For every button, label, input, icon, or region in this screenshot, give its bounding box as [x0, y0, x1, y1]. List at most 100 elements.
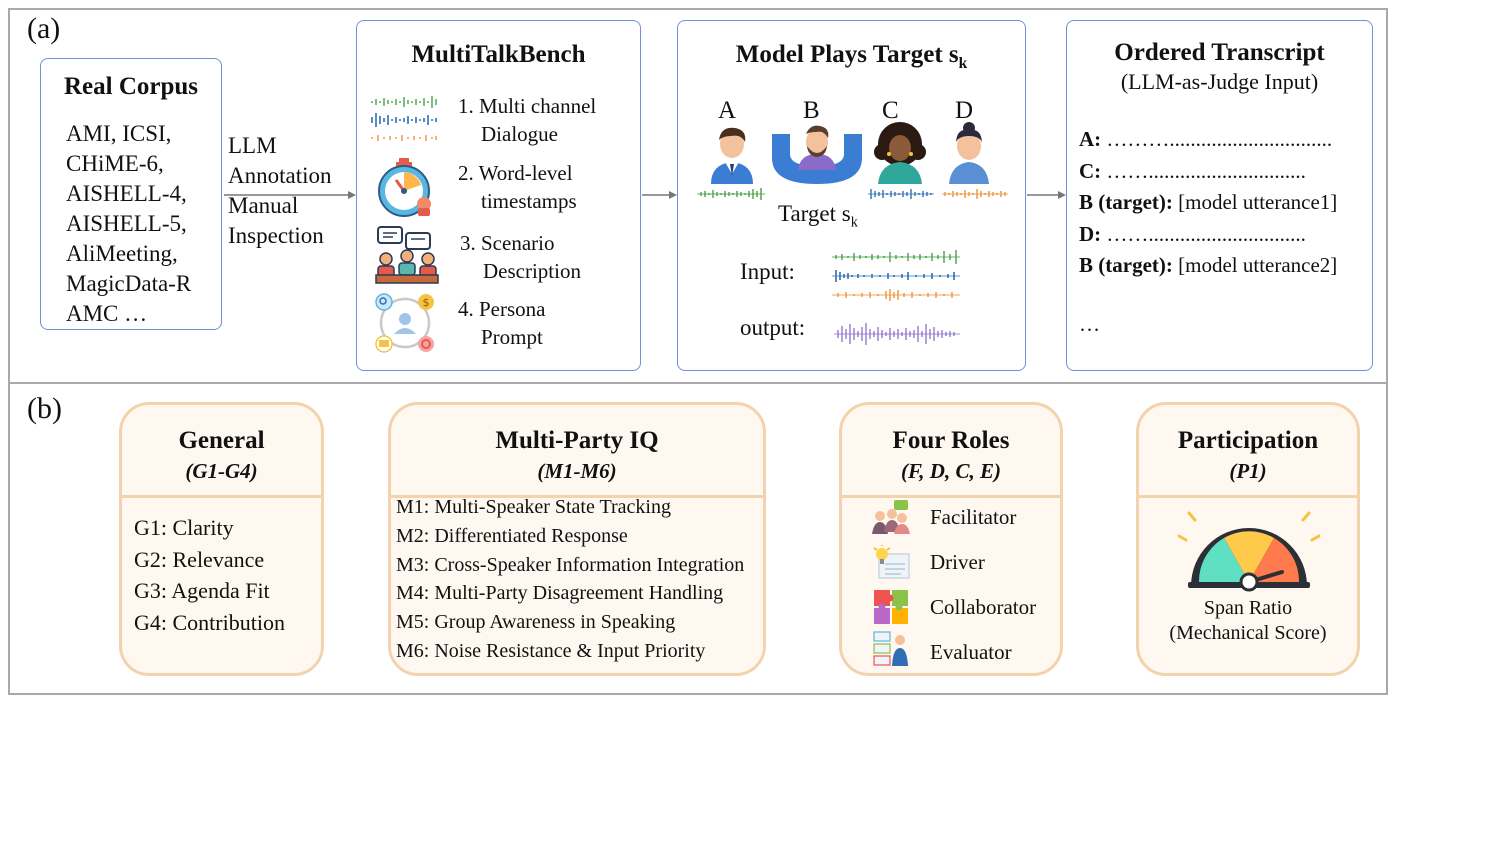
- participation-caption-line: (Mechanical Score): [1169, 622, 1327, 644]
- multiparty-box: Multi-Party IQ (M1-M6): [388, 402, 766, 676]
- bench-item-num: 1.: [458, 94, 474, 118]
- speaker-c-waveform: [868, 189, 934, 199]
- model-title-text: Model Plays Target s: [735, 41, 959, 68]
- panel-a-tag: (a): [27, 12, 61, 45]
- speaker-a-waveform: [697, 188, 765, 200]
- speaker-c-avatar-icon: [874, 122, 926, 184]
- input-waveforms: [832, 250, 960, 301]
- multiparty-item: M5: Group Awareness in Speaking: [396, 611, 676, 634]
- transcript-speaker: B (target):: [1079, 190, 1173, 214]
- transcript-text: ………...............................: [1106, 127, 1333, 151]
- multiparty-item: M2: Differentiated Response: [396, 524, 628, 547]
- multiparty-item: M1: Multi-Speaker State Tracking: [396, 496, 671, 518]
- collaborator-icon: [874, 590, 908, 624]
- bench-item-text: Prompt: [481, 325, 543, 349]
- gauge-icon: [1177, 511, 1321, 592]
- model-box: Model Plays Target sk: [677, 20, 1026, 371]
- transcript-row: B (target): [model utterance1]: [1079, 187, 1337, 219]
- corpus-box: Real Corpus AMI, ICSI, CHiME-6, AISHELL-…: [40, 58, 222, 330]
- general-item: G1: Clarity: [134, 515, 234, 540]
- corpus-item: AISHELL-4,: [66, 181, 187, 206]
- driver-icon: [873, 545, 910, 579]
- stopwatch-icon: [378, 158, 431, 217]
- roles-box: Four Roles (F, D, C, E): [839, 402, 1063, 676]
- speaker-a-avatar-icon: [711, 127, 753, 184]
- bench-title: MultiTalkBench: [411, 41, 586, 68]
- speaker-b-target-avatar-icon: [772, 125, 862, 184]
- roles-title: Four Roles: [892, 427, 1010, 454]
- svg-text:$: $: [423, 296, 430, 309]
- general-item: G4: Contribution: [134, 610, 285, 636]
- panel-b-tag: (b): [27, 392, 62, 425]
- multiparty-subtitle: (M1-M6): [537, 459, 617, 483]
- annotation-line: Manual: [228, 193, 299, 218]
- bench-item-num: 3.: [460, 231, 476, 255]
- facilitator-icon: [872, 500, 910, 534]
- meeting-icon: [375, 226, 439, 284]
- evaluator-icon: [873, 631, 908, 666]
- corpus-item: CHiME-6,: [66, 151, 164, 176]
- general-item: G3: Agenda Fit: [134, 578, 270, 604]
- speaker-label-d: D: [955, 97, 974, 124]
- annotation-line: LLM: [228, 133, 277, 158]
- annotation-line: Annotation: [228, 163, 332, 188]
- transcript-subtitle: (LLM-as-Judge Input): [1120, 69, 1319, 94]
- general-item: G2: Relevance: [134, 546, 265, 572]
- bench-item-text: Persona: [479, 297, 546, 321]
- transcript-speaker: A:: [1079, 127, 1102, 151]
- transcript-row: C: ……..............................: [1079, 156, 1337, 188]
- speaker-d-waveform: [942, 189, 1008, 199]
- waveform-icon: [371, 96, 437, 141]
- roles-subtitle: (F, D, C, E): [901, 459, 1001, 483]
- transcript-ellipsis: …: [1079, 312, 1100, 336]
- transcript-row: B (target): [model utterance2]: [1079, 250, 1337, 282]
- corpus-item: AMI, ICSI,: [66, 121, 172, 146]
- transcript-row: D: ……..............................: [1079, 219, 1337, 251]
- corpus-item: MagicData-R: [66, 271, 192, 296]
- bench-item-text: Dialogue: [481, 122, 558, 146]
- transcript-title: Ordered Transcript: [1114, 39, 1325, 66]
- annotation-label: LLM Annotation Manual Inspection: [228, 131, 332, 251]
- multiparty-item: M4: Multi-Party Disagreement Handling: [396, 582, 724, 605]
- participation-caption: Span Ratio (Mechanical Score): [1136, 596, 1360, 646]
- speaker-d-avatar-icon: [949, 122, 989, 184]
- multiparty-item: M3: Cross-Speaker Information Integratio…: [396, 553, 745, 576]
- transcript-row: A: ………...............................: [1079, 124, 1337, 156]
- participation-title: Participation: [1177, 427, 1319, 454]
- arrow-corpus-to-bench: [224, 191, 356, 199]
- model-title-sub: k: [958, 55, 968, 72]
- multiparty-item: M6: Noise Resistance & Input Priority: [396, 639, 706, 662]
- bench-item-text: timestamps: [481, 189, 577, 213]
- panel-b-frame: [8, 382, 1388, 695]
- bench-item-1: 1. Multi channel Dialogue: [458, 92, 596, 148]
- output-label: output:: [740, 315, 806, 340]
- general-items: G1: Clarity G2: Relevance G3: Agenda Fit…: [134, 512, 285, 639]
- transcript-text: ……..............................: [1106, 221, 1306, 246]
- bench-item-num: 2.: [458, 161, 474, 185]
- target-label: Target sk: [778, 201, 858, 232]
- annotation-line: Inspection: [228, 223, 324, 248]
- role-label-evaluator: Evaluator: [930, 640, 1012, 664]
- speaker-label-c: C: [882, 97, 899, 124]
- target-label-sub: k: [850, 214, 858, 231]
- arrow-model-to-transcript: [1027, 191, 1066, 199]
- participation-subtitle: (P1): [1229, 459, 1267, 483]
- bench-item-text: Multi channel: [479, 94, 597, 118]
- bench-item-text: Word-level: [478, 161, 573, 185]
- bench-item-num: 4.: [458, 297, 474, 321]
- model-title: Model Plays Target sk: [678, 41, 1025, 73]
- bench-item-2: 2. Word-level timestamps: [458, 159, 577, 215]
- bench-item-text: Scenario: [481, 231, 555, 255]
- multiparty-header: Multi-Party IQ (M1-M6): [391, 405, 763, 498]
- transcript-box: Ordered Transcript (LLM-as-Judge Input): [1066, 20, 1373, 371]
- transcript-speaker: C:: [1079, 158, 1102, 183]
- general-subtitle: (G1-G4): [185, 459, 258, 483]
- transcript-text: [model utterance1]: [1178, 190, 1338, 214]
- roles-header: Four Roles (F, D, C, E): [842, 405, 1060, 498]
- corpus-list: AMI, ICSI, CHiME-6, AISHELL-4, AISHELL-5…: [66, 119, 191, 329]
- speaker-label-b: B: [803, 97, 820, 124]
- general-title: General: [178, 427, 265, 454]
- transcript-speaker: B (target):: [1079, 253, 1173, 277]
- multiparty-title: Multi-Party IQ: [495, 427, 659, 454]
- corpus-item: AliMeeting,: [66, 241, 178, 266]
